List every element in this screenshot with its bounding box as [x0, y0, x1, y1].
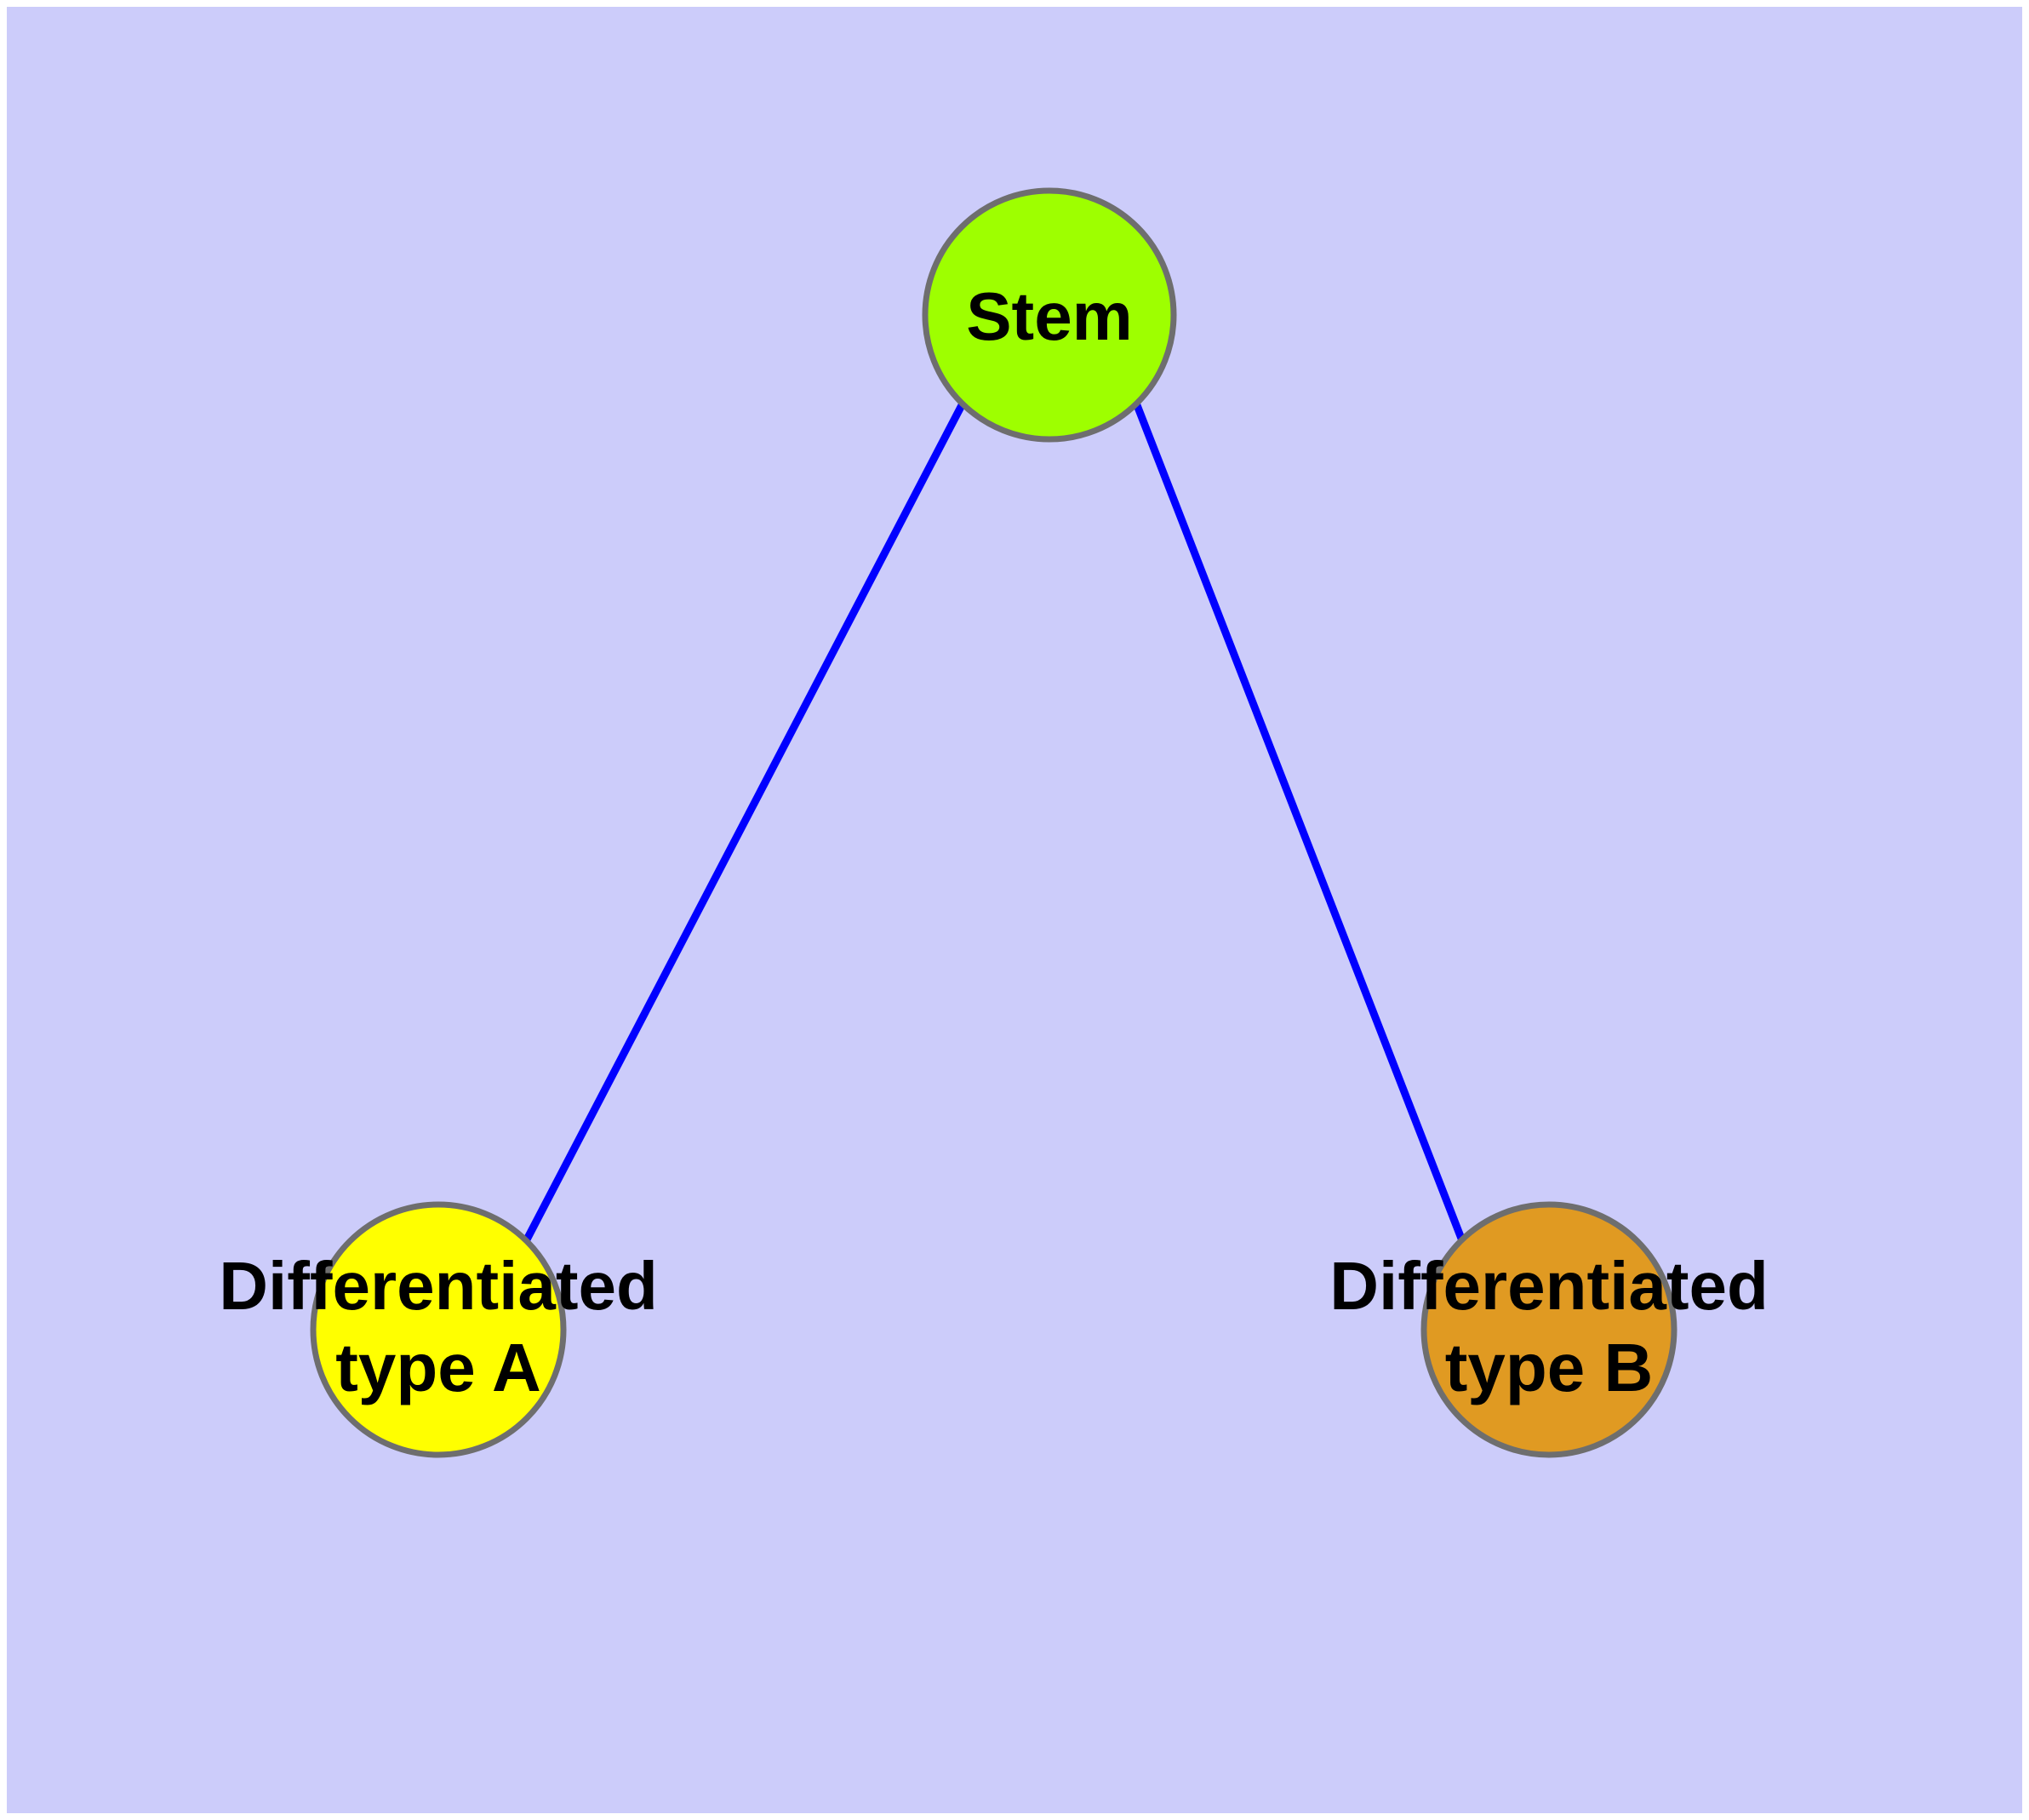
node-diff-b-label-line2: type B: [1445, 1330, 1654, 1405]
node-stem-label: Stem: [966, 278, 1133, 354]
node-stem[interactable]: Stem: [922, 187, 1177, 443]
node-layer: Stem Differentiated type A Differentiate…: [219, 187, 1769, 1458]
node-diff-a-circle[interactable]: [310, 1201, 567, 1458]
node-stem-circle[interactable]: [922, 187, 1177, 443]
edge-stem-diff-a: [523, 403, 965, 1244]
node-diff-b-label-line1: Differentiated: [1329, 1248, 1769, 1324]
edge-stem-diff-b: [1133, 403, 1467, 1245]
node-diff-b-circle[interactable]: [1420, 1201, 1677, 1458]
edge-layer: [523, 403, 1467, 1245]
node-diff-a-label-line1: Differentiated: [219, 1248, 658, 1324]
node-diff-a[interactable]: [310, 1201, 567, 1458]
node-diff-a-label-line2: type A: [335, 1330, 541, 1405]
node-diff-b[interactable]: [1420, 1201, 1677, 1458]
